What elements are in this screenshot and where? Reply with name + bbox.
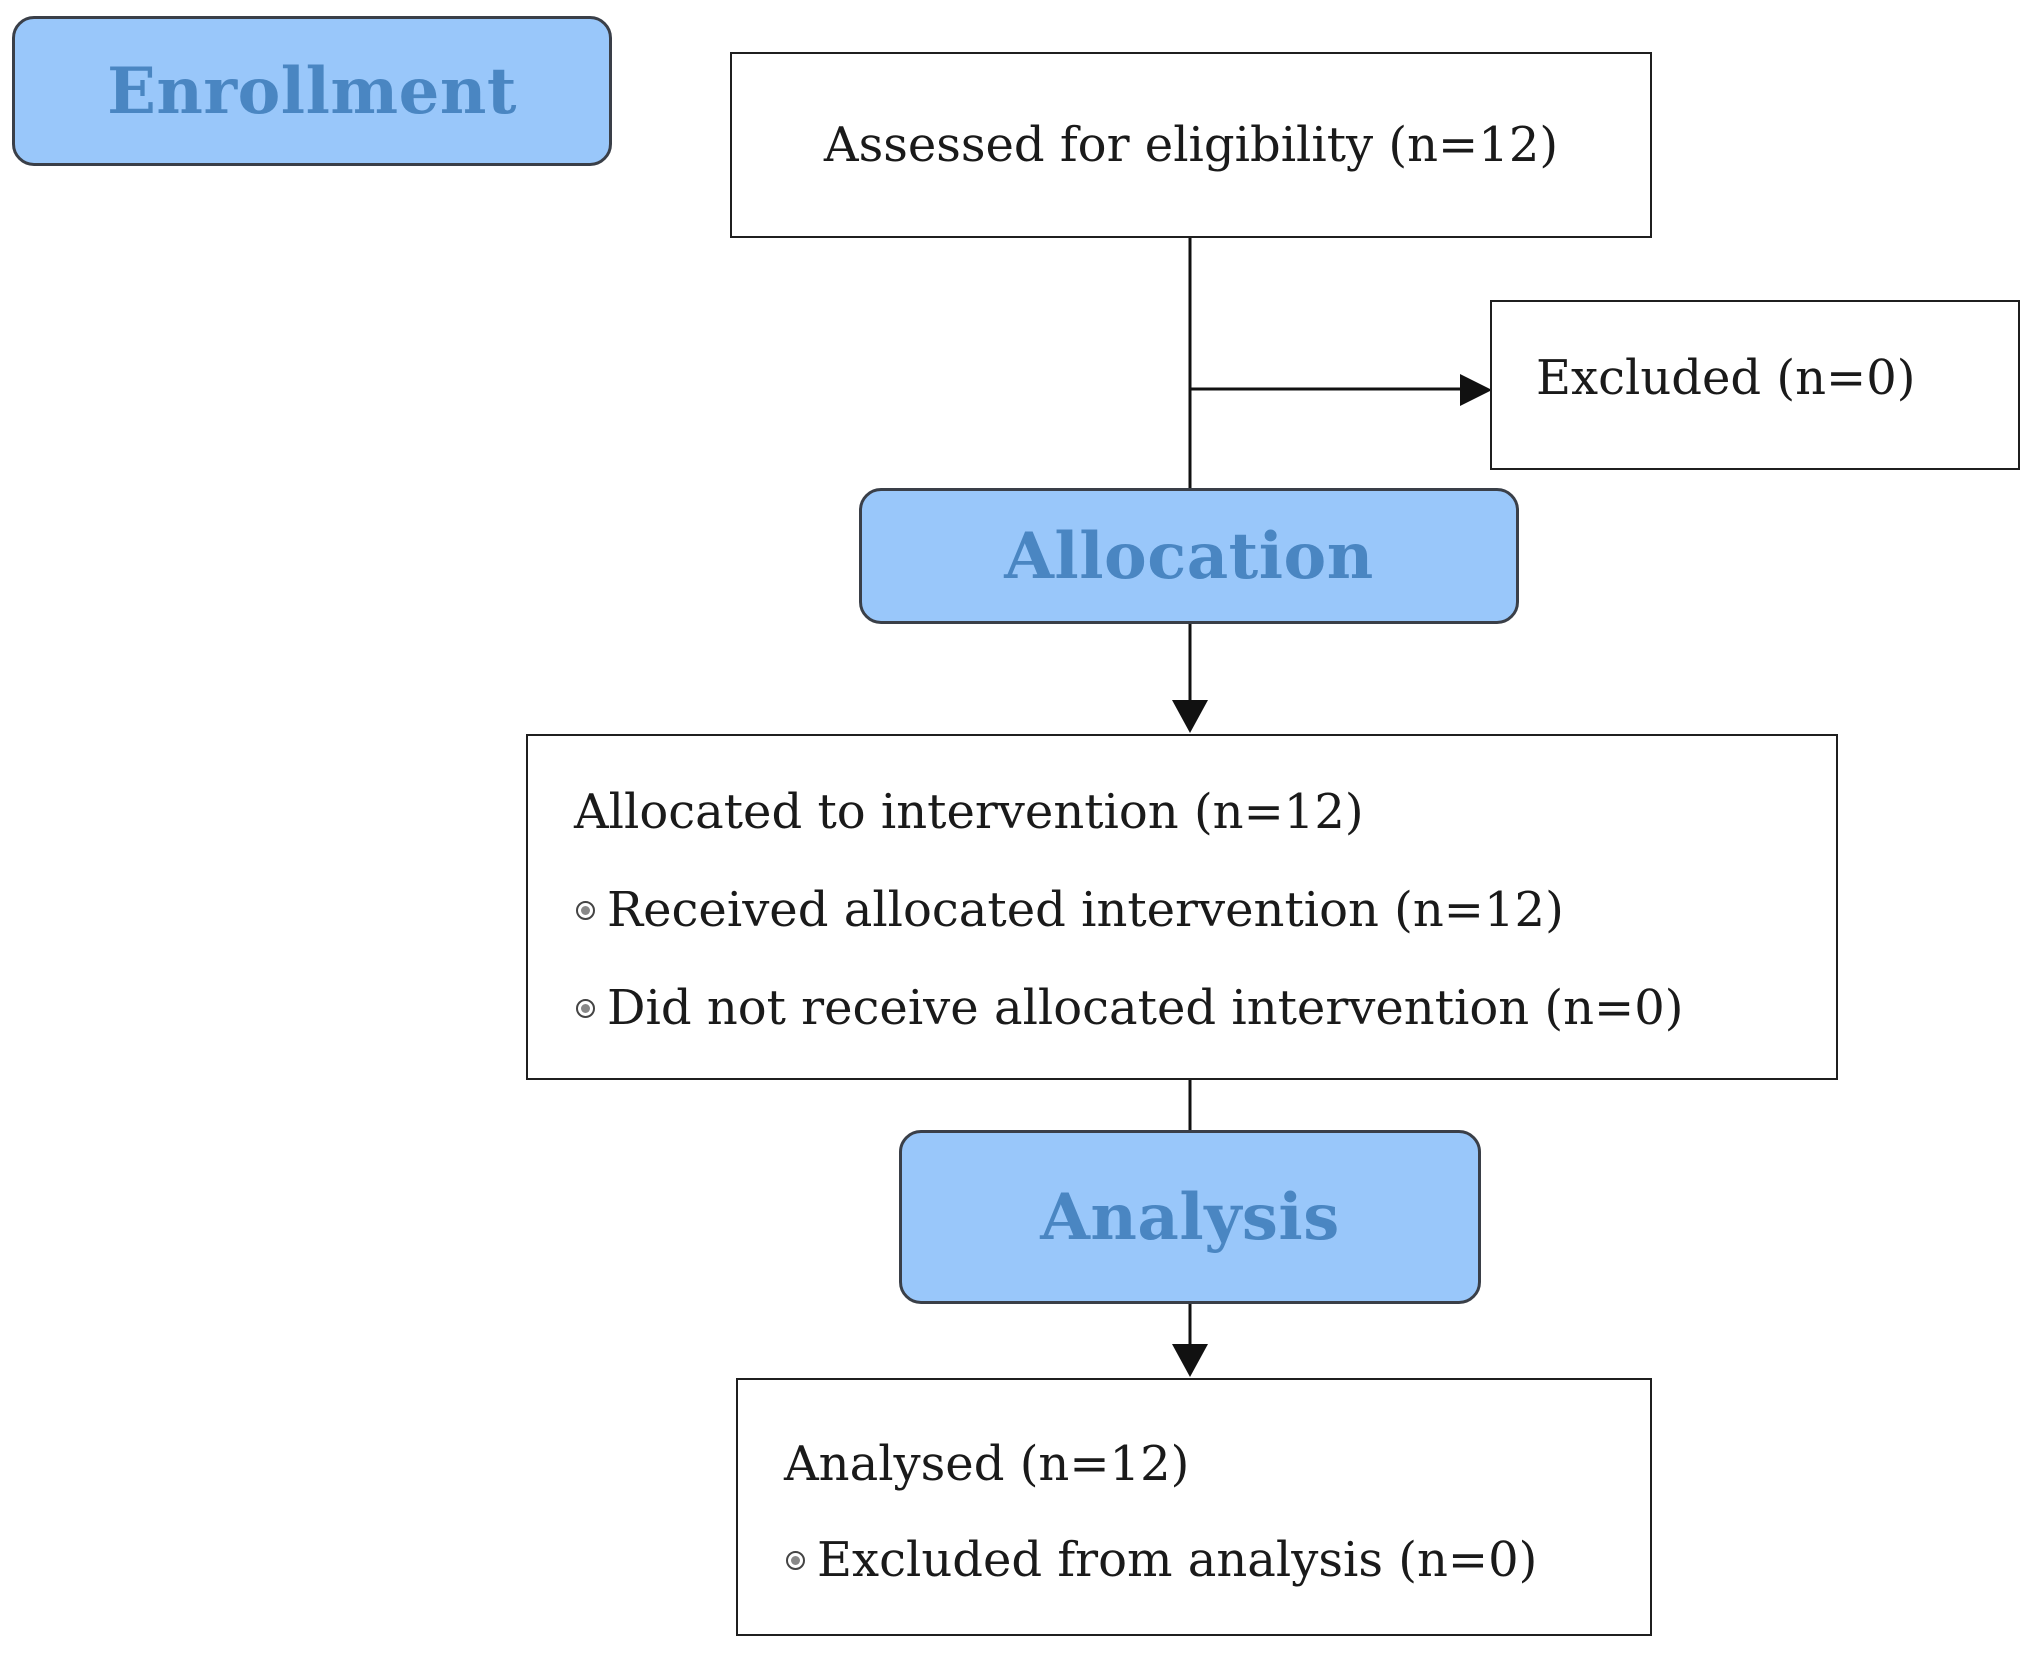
analysed-title: Analysed (n=12) — [784, 1436, 1190, 1492]
excluded-box: Excluded (n=0) — [1490, 300, 2020, 470]
stage-analysis: Analysis — [899, 1130, 1481, 1304]
assessed-box: Assessed for eligibility (n=12) — [730, 52, 1652, 238]
stage-analysis-label: Analysis — [1040, 1179, 1340, 1255]
bullet-icon — [576, 998, 595, 1018]
arrowhead-allocated — [1172, 700, 1208, 733]
analysed-item-excluded: Excluded from analysis (n=0) — [786, 1532, 1537, 1588]
allocated-box: Allocated to intervention (n=12) Receive… — [526, 734, 1838, 1080]
bullet-icon — [576, 900, 595, 920]
allocated-title: Allocated to intervention (n=12) — [574, 784, 1364, 840]
allocated-item-not-received-text: Did not receive allocated intervention (… — [607, 980, 1684, 1036]
analysed-box: Analysed (n=12) Excluded from analysis (… — [736, 1378, 1652, 1636]
allocated-item-received: Received allocated intervention (n=12) — [576, 882, 1564, 938]
arrowhead-analysed — [1172, 1344, 1208, 1377]
stage-allocation: Allocation — [859, 488, 1519, 624]
bullet-icon — [786, 1550, 805, 1570]
stage-enrollment: Enrollment — [12, 16, 612, 166]
assessed-text: Assessed for eligibility (n=12) — [823, 117, 1559, 173]
excluded-text: Excluded (n=0) — [1536, 350, 1916, 406]
stage-allocation-label: Allocation — [1004, 518, 1374, 594]
stage-enrollment-label: Enrollment — [107, 53, 517, 129]
allocated-item-received-text: Received allocated intervention (n=12) — [607, 882, 1564, 938]
allocated-item-not-received: Did not receive allocated intervention (… — [576, 980, 1684, 1036]
arrowhead-excluded — [1460, 374, 1492, 406]
analysed-item-excluded-text: Excluded from analysis (n=0) — [817, 1532, 1538, 1588]
